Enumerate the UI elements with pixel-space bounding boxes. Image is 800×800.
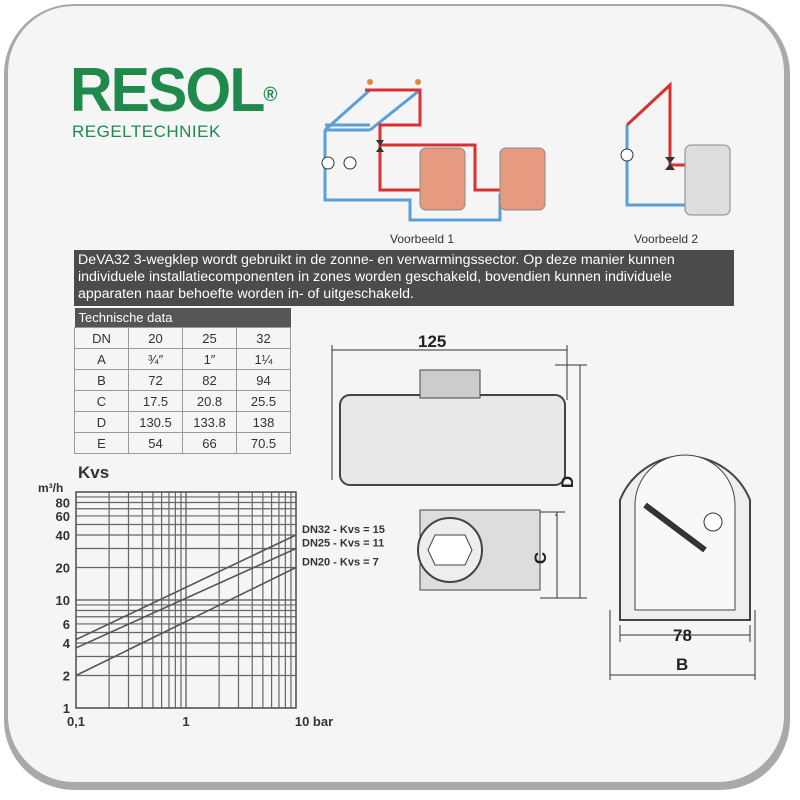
series-label: DN32 - Kvs = 15 [302, 524, 385, 536]
dimension-125: 125 [418, 332, 447, 351]
y-tick-label: 6 [63, 617, 70, 632]
table-cell: 70.5 [236, 432, 291, 454]
valve-side-drawing [331, 345, 587, 599]
y-tick-label: 20 [56, 560, 70, 575]
table-cell: 138 [236, 411, 291, 433]
y-tick-label: 60 [56, 509, 70, 524]
table-cell: 54 [128, 432, 183, 454]
table-cell: E [74, 432, 129, 454]
y-axis-label: m³/h [38, 481, 63, 495]
table-cell: 20.8 [182, 390, 237, 412]
plot-frame [75, 491, 297, 709]
y-tick-label: 1 [63, 701, 70, 716]
table-cell: 66 [182, 432, 237, 454]
x-tick-label: 0,1 [67, 714, 85, 729]
y-tick-label: 10 [56, 593, 70, 608]
y-tick-label: 40 [56, 528, 70, 543]
x-tick-label: 10 bar [295, 714, 333, 729]
dimension-b: B [676, 655, 689, 674]
example-1-caption: Voorbeeld 1 [390, 232, 455, 246]
series-line [75, 566, 297, 677]
product-description: DeVA32 3-wegklep wordt gebruikt in de zo… [74, 250, 734, 306]
table-cell: 25.5 [236, 390, 291, 412]
y-tick-label: 2 [63, 668, 70, 683]
y-tick-label: 4 [63, 636, 71, 651]
dimension-d: D [558, 475, 578, 489]
x-tick-label: 1 [182, 714, 189, 729]
series-line [75, 534, 297, 641]
resol-logo: RESOL® [70, 56, 277, 125]
valve-front-drawing [609, 454, 756, 680]
series-line [75, 547, 297, 649]
table-cell: 1¼ [236, 348, 291, 370]
table-cell: DN [74, 327, 129, 349]
table-cell: 133.8 [182, 411, 237, 433]
series-label: DN25 - Kvs = 11 [302, 537, 384, 549]
y-tick-label: 80 [56, 495, 70, 510]
example-2-caption: Voorbeeld 2 [634, 232, 699, 246]
example-1-diagram [321, 79, 546, 222]
table-title: Technische data [74, 308, 291, 328]
logo-subtitle: REGELTECHNIEK [72, 122, 221, 141]
dimension-78: 78 [673, 626, 692, 645]
example-2-diagram [620, 81, 731, 216]
chart-title: Kvs [78, 463, 109, 482]
table-cell: 17.5 [128, 390, 183, 412]
table-cell: 20 [128, 327, 183, 349]
series-label: DN20 - Kvs = 7 [302, 556, 379, 568]
dimension-c: C [531, 551, 551, 565]
